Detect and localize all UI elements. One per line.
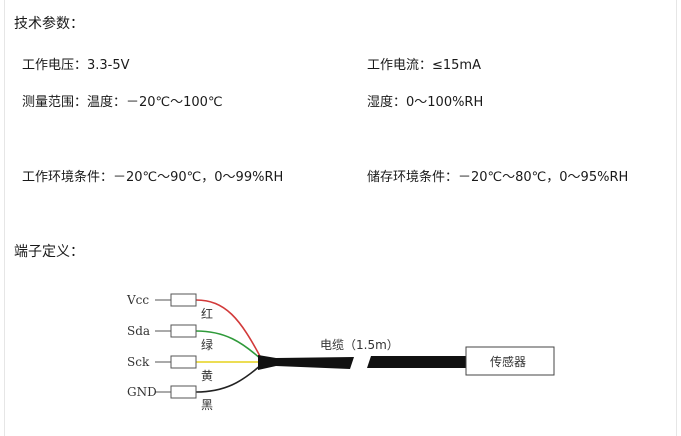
operating-voltage: 工作电压：3.3-5V (22, 58, 130, 73)
cable-label: 电缆（1.5m） (320, 338, 399, 352)
operating-current: 工作电流：≤15mA (367, 58, 481, 73)
sensor-label: 传感器 (490, 354, 526, 369)
storage-environment: 储存环境条件：－20℃～80℃，0～95%RH (367, 170, 629, 185)
cable-junction (258, 355, 276, 370)
cable-segment-right (367, 356, 466, 368)
pin-label-sck: Sck (127, 355, 150, 369)
wire-color-label-red: 红 (201, 306, 213, 321)
pin-connector-vcc (155, 293, 197, 307)
cable-segment-left (276, 357, 354, 369)
pin-connector-sda (155, 324, 197, 338)
wire-gnd (195, 363, 263, 393)
pin-label-sda: Sda (127, 324, 150, 338)
working-environment: 工作环境条件：－20℃～90℃，0～99%RH (22, 170, 284, 185)
pin-label-vcc: Vcc (126, 293, 149, 307)
pin-label-gnd: GND (127, 385, 157, 399)
left-border (4, 0, 5, 436)
measure-range-temperature: 测量范围：温度：－20℃～100℃ (22, 95, 223, 110)
wire-color-label-yellow: 黄 (201, 369, 213, 383)
wire-color-label-black: 黑 (201, 398, 213, 412)
pins-heading: 端子定义： (14, 244, 84, 260)
right-border (676, 0, 677, 436)
wire-vcc (195, 299, 263, 361)
specs-heading: 技术参数： (14, 16, 84, 32)
measure-range-humidity: 湿度：0～100%RH (367, 95, 484, 110)
wire-color-label-green: 绿 (201, 337, 213, 352)
pin-connector-sck (155, 355, 197, 369)
sensor-box (465, 346, 555, 376)
pin-connector-gnd (155, 385, 197, 399)
wire-sda (195, 330, 263, 361)
